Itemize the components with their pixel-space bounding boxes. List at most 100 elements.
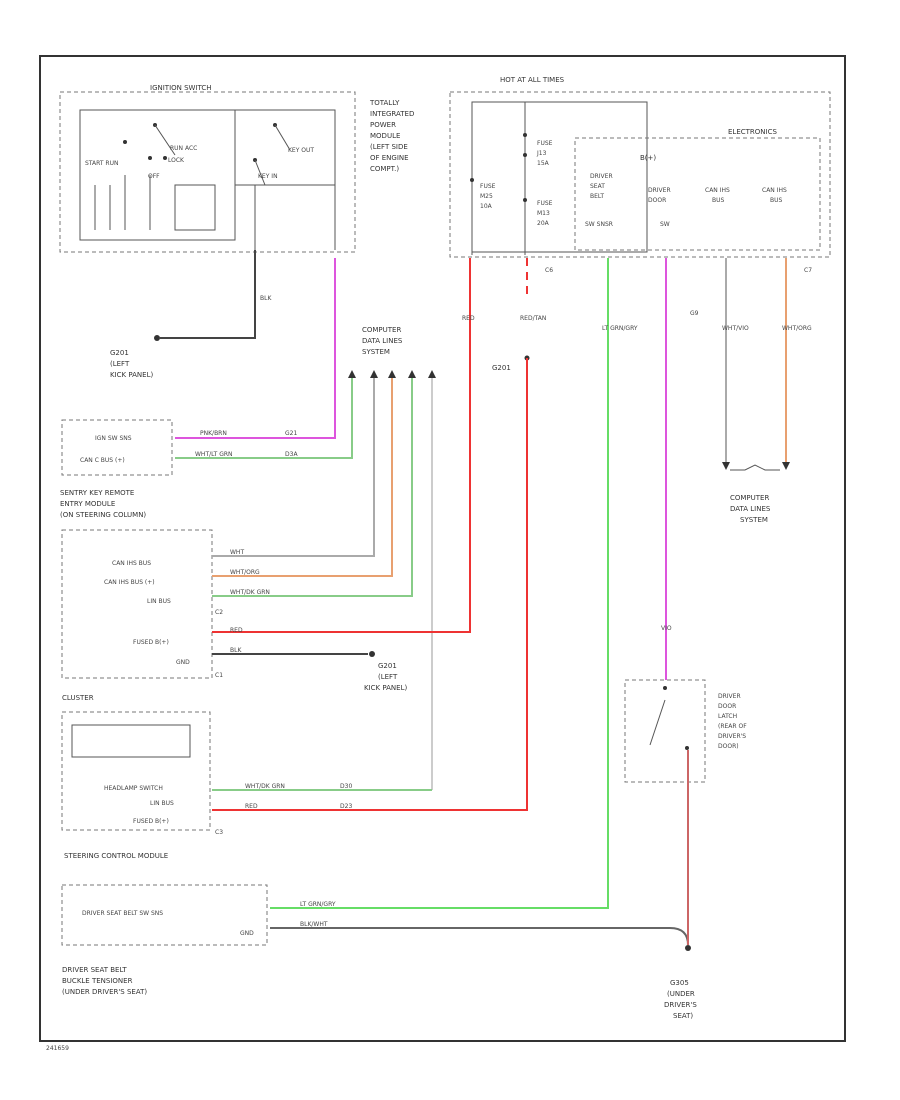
svg-text:CAN IHS: CAN IHS — [762, 187, 787, 194]
svg-text:OF ENGINE: OF ENGINE — [370, 154, 409, 162]
svg-text:DRIVER'S: DRIVER'S — [664, 1001, 697, 1009]
svg-text:COMPUTER: COMPUTER — [362, 326, 401, 334]
wire-green-lin — [212, 378, 413, 597]
ign-key-out: KEY OUT — [288, 147, 314, 154]
svg-text:IGN SW SNS: IGN SW SNS — [95, 435, 132, 442]
svg-text:G9: G9 — [690, 310, 699, 317]
svg-text:G201: G201 — [378, 662, 397, 670]
svg-text:(UNDER: (UNDER — [667, 990, 695, 998]
svg-text:D30: D30 — [340, 783, 352, 790]
svg-text:(REAR OF: (REAR OF — [718, 723, 747, 730]
svg-text:TOTALLY: TOTALLY — [369, 99, 400, 107]
svg-text:BUS: BUS — [712, 197, 725, 204]
svg-text:WHT: WHT — [230, 549, 244, 556]
svg-text:SW: SW — [660, 221, 670, 228]
svg-text:WHT/VIO: WHT/VIO — [722, 325, 749, 332]
svg-text:DOOR: DOOR — [648, 197, 666, 204]
svg-text:MODULE: MODULE — [370, 132, 400, 140]
svg-text:COMPT.): COMPT.) — [370, 165, 399, 173]
svg-text:(ON STEERING COLUMN): (ON STEERING COLUMN) — [60, 511, 146, 519]
svg-text:J13: J13 — [536, 150, 547, 157]
svg-text:DRIVER: DRIVER — [590, 173, 613, 180]
svg-text:CAN IHS: CAN IHS — [705, 187, 730, 194]
svg-text:KICK PANEL): KICK PANEL) — [364, 684, 407, 692]
svg-text:GND: GND — [240, 930, 254, 937]
wire-green-seatbelt — [270, 258, 609, 909]
svg-text:SEAT): SEAT) — [673, 1012, 693, 1020]
svg-text:LIN BUS: LIN BUS — [147, 598, 171, 605]
steering-control-module: STEERING CONTROL MODULE — [64, 852, 168, 860]
computer-data-lines-right: COMPUTER DATA LINES SYSTEM — [722, 462, 790, 524]
svg-text:(UNDER DRIVER'S SEAT): (UNDER DRIVER'S SEAT) — [62, 988, 147, 996]
svg-text:M25: M25 — [480, 193, 493, 200]
svg-text:POWER: POWER — [370, 121, 396, 129]
svg-text:WHT/LT GRN: WHT/LT GRN — [195, 451, 233, 458]
ign-lock: LOCK — [168, 157, 185, 164]
wire-gray-can — [212, 378, 375, 557]
svg-text:DATA LINES: DATA LINES — [362, 337, 403, 345]
svg-text:DRIVER SEAT BELT: DRIVER SEAT BELT — [62, 966, 127, 974]
tipm-module: HOT AT ALL TIMES TOTALLY INTEGRATED POWE… — [369, 76, 831, 274]
svg-text:BLK/WHT: BLK/WHT — [300, 921, 328, 928]
svg-text:RED: RED — [462, 315, 475, 322]
ign-off: OFF — [148, 173, 160, 180]
svg-text:D23: D23 — [340, 803, 352, 810]
ign-run-acc: RUN ACC — [170, 145, 197, 152]
svg-text:GND: GND — [176, 659, 190, 666]
svg-text:(LEFT SIDE: (LEFT SIDE — [370, 143, 408, 151]
svg-text:C1: C1 — [215, 672, 223, 679]
svg-text:SYSTEM: SYSTEM — [362, 348, 390, 356]
svg-text:SEAT: SEAT — [590, 183, 605, 190]
ign-key-in: KEY IN — [258, 173, 278, 180]
svg-text:CAN IHS BUS: CAN IHS BUS — [112, 560, 151, 567]
ign-start-run: START RUN — [85, 160, 118, 167]
svg-text:CAN C BUS (+): CAN C BUS (+) — [80, 457, 125, 464]
g201-mid-ground: G201 (LEFT KICK PANEL) — [364, 651, 407, 692]
svg-text:DATA LINES: DATA LINES — [730, 505, 771, 513]
svg-text:PNK/BRN: PNK/BRN — [200, 430, 227, 437]
svg-text:SENTRY KEY REMOTE: SENTRY KEY REMOTE — [60, 489, 134, 497]
svg-text:LIN BUS: LIN BUS — [150, 800, 174, 807]
svg-text:C6: C6 — [545, 267, 553, 274]
svg-text:ENTRY MODULE: ENTRY MODULE — [60, 500, 115, 508]
wire-orange-can — [212, 378, 393, 577]
svg-text:FUSED B(+): FUSED B(+) — [133, 639, 169, 646]
svg-text:CLUSTER: CLUSTER — [62, 694, 94, 702]
tipm-bplus: B(+) — [640, 154, 656, 162]
svg-text:20A: 20A — [537, 220, 550, 227]
wire-pink-ign — [175, 258, 336, 439]
g305-ground: G305 (UNDER DRIVER'S SEAT) — [664, 945, 697, 1020]
computer-data-lines-top: COMPUTER DATA LINES SYSTEM — [348, 326, 436, 378]
svg-text:LT GRN/GRY: LT GRN/GRY — [300, 901, 336, 908]
skreem-module: IGN SW SNS CAN C BUS (+) SENTRY KEY REMO… — [60, 419, 223, 679]
wires: PNK/BRN G21 WHT/LT GRN D3A WHT WHT/ORG W… — [175, 258, 812, 946]
svg-text:D3A: D3A — [285, 451, 298, 458]
hot-at-all-times: HOT AT ALL TIMES — [500, 76, 565, 84]
wire-green-canc — [175, 378, 353, 459]
svg-text:INTEGRATED: INTEGRATED — [370, 110, 414, 118]
svg-text:CAN IHS BUS (+): CAN IHS BUS (+) — [104, 579, 155, 586]
svg-text:G201: G201 — [110, 349, 129, 357]
svg-text:BUS: BUS — [770, 197, 783, 204]
svg-text:BUCKLE TENSIONER: BUCKLE TENSIONER — [62, 977, 133, 985]
svg-text:FUSE: FUSE — [480, 183, 496, 190]
svg-text:DOOR: DOOR — [718, 703, 736, 710]
svg-text:G21: G21 — [285, 430, 297, 437]
svg-text:KICK PANEL): KICK PANEL) — [110, 371, 153, 379]
svg-text:(LEFT: (LEFT — [110, 360, 130, 368]
svg-text:C7: C7 — [804, 267, 812, 274]
svg-text:(LEFT: (LEFT — [378, 673, 398, 681]
tipm-electronics: ELECTRONICS — [728, 128, 777, 136]
svg-text:WHT/ORG: WHT/ORG — [782, 325, 812, 332]
svg-text:15A: 15A — [537, 160, 550, 167]
svg-text:G305: G305 — [670, 979, 689, 987]
svg-text:LT GRN/GRY: LT GRN/GRY — [602, 325, 638, 332]
svg-text:VIO: VIO — [661, 625, 672, 632]
cluster-module: CLUSTER HEADLAMP SWITCH LIN BUS FUSED B(… — [61, 694, 223, 860]
svg-text:C3: C3 — [215, 829, 223, 836]
svg-text:WHT/DK GRN: WHT/DK GRN — [230, 589, 270, 596]
g201-top-ground: G201 (LEFT KICK PANEL) BLK — [110, 250, 272, 379]
svg-text:RED: RED — [245, 803, 258, 810]
svg-text:10A: 10A — [480, 203, 493, 210]
